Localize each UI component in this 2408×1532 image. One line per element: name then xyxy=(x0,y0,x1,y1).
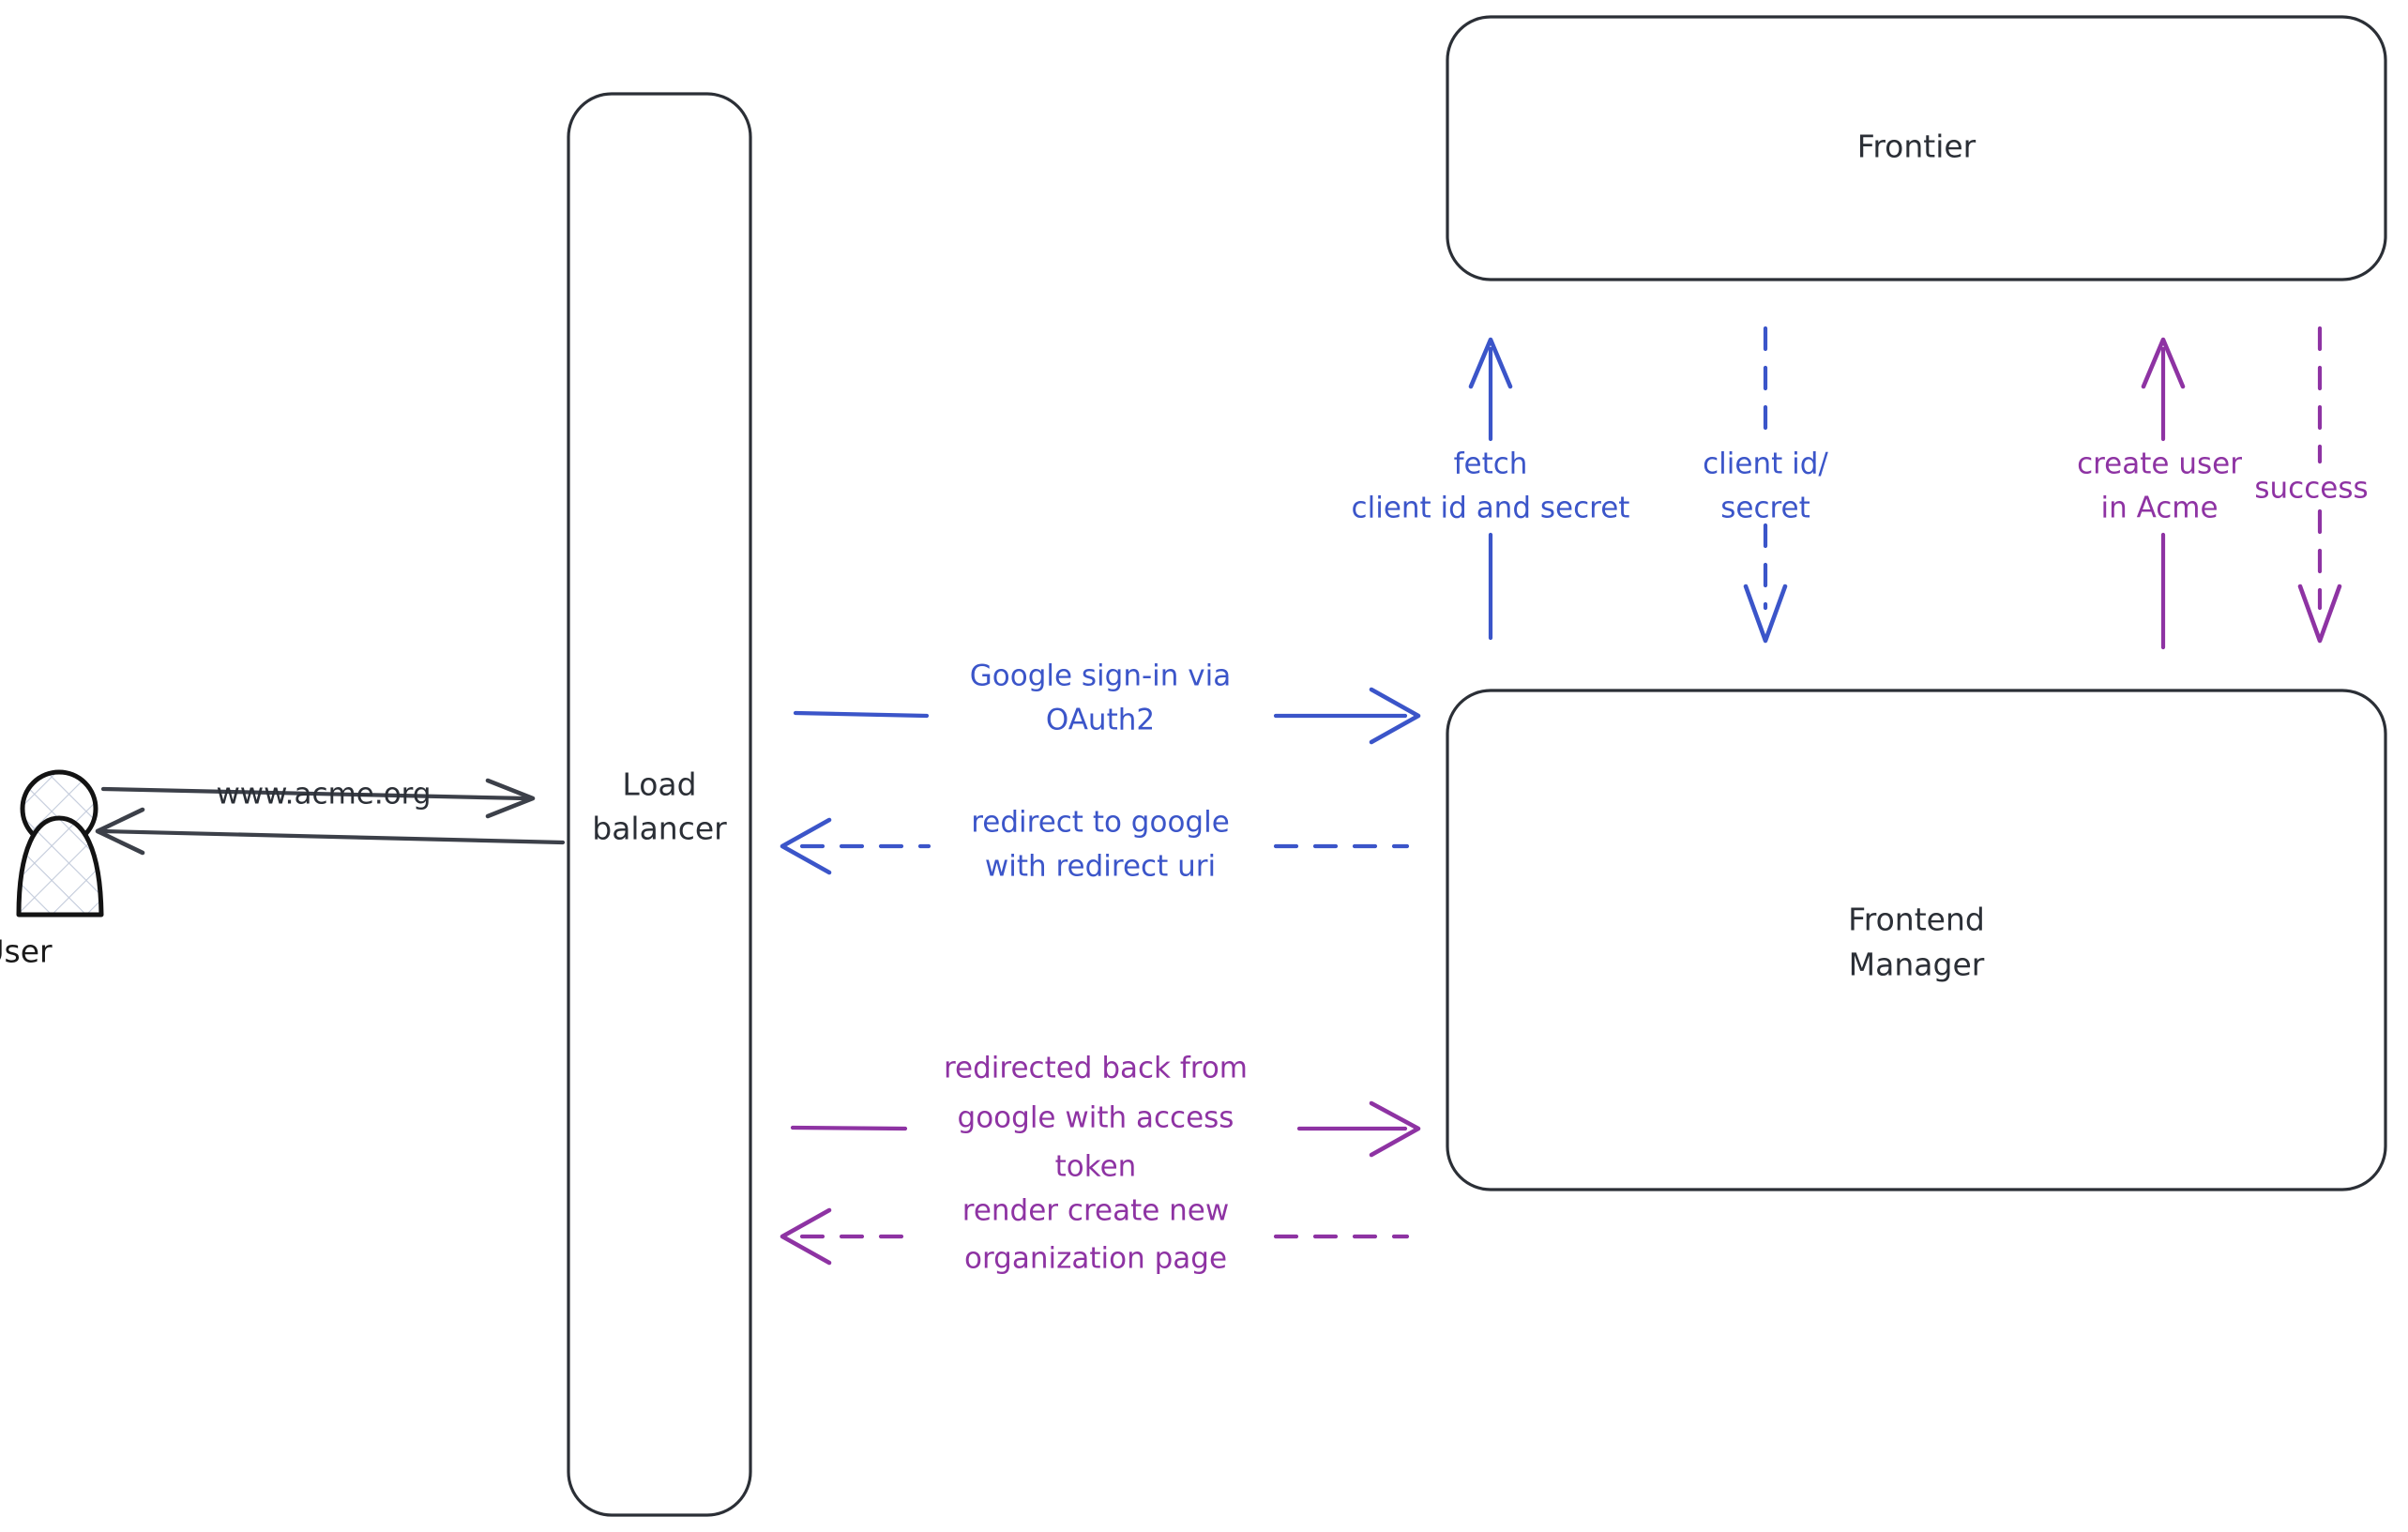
arrow-head-left-icon xyxy=(780,817,832,875)
arrow-head-right-icon xyxy=(1369,687,1421,745)
arrow-head-left-icon xyxy=(780,1207,832,1266)
node-load-balancer[interactable]: Load balancer xyxy=(567,92,752,1517)
edge-label-client-id-line2: secret xyxy=(1720,492,1810,525)
arrow-head-right-icon xyxy=(1369,1100,1421,1158)
edge-label-signin-line2: OAuth2 xyxy=(1046,704,1155,737)
edge-redirected-back-with-token xyxy=(790,1100,1421,1158)
user-body-icon xyxy=(16,815,104,918)
frontend-manager-label-line1: Frontend xyxy=(1848,902,1985,938)
edge-label-token-line2: google with access xyxy=(958,1101,1234,1135)
edge-fetch-client-id-and-secret xyxy=(1468,337,1513,641)
edge-label-create-user-line1: create user xyxy=(2077,447,2242,481)
edge-line xyxy=(100,786,528,801)
node-frontend-manager[interactable]: Frontend Manager xyxy=(1446,689,2387,1191)
edge-label-token-line3: token xyxy=(1055,1150,1137,1184)
frontier-box[interactable] xyxy=(1446,15,2387,281)
edge-redirect-to-google xyxy=(780,817,1410,875)
edge-label-redirect-line2: with redirect uri xyxy=(985,850,1216,884)
arrow-head-down-icon xyxy=(2297,584,2342,644)
edge-label-fetch-line1: fetch xyxy=(1454,447,1528,481)
arrow-head-down-icon xyxy=(1743,584,1788,644)
actor-user xyxy=(16,769,104,918)
edge-line-left xyxy=(790,1125,908,1131)
load-balancer-box[interactable] xyxy=(567,92,752,1517)
edge-label-create-user-line2: in Acme xyxy=(2100,492,2218,525)
edge-line-left xyxy=(793,710,930,719)
edge-render-create-organization xyxy=(780,1207,1410,1266)
edge-label-render-line2: organization page xyxy=(964,1242,1227,1276)
arrow-head-up-icon xyxy=(2141,337,2186,389)
edge-create-user-in-acme xyxy=(2141,337,2186,650)
edge-success xyxy=(2297,326,2342,644)
edge-client-id-secret xyxy=(1743,326,1788,644)
arrow-head-left-icon xyxy=(95,807,145,856)
edge-label-fetch-line2: client id and secret xyxy=(1352,492,1630,525)
user-label: User xyxy=(0,933,53,970)
load-balancer-label-line2: balancer xyxy=(592,811,727,847)
edge-label-render-line1: render create new xyxy=(962,1194,1229,1228)
edge-line xyxy=(100,828,566,845)
edge-user-to-load-balancer xyxy=(100,778,536,819)
arrow-head-up-icon xyxy=(1468,337,1513,389)
edge-label-client-id-line1: client id/ xyxy=(1703,447,1828,481)
edge-label-redirect-line1: redirect to google xyxy=(971,806,1230,840)
edge-label-token-line1: redirected back from xyxy=(944,1052,1248,1085)
arrow-head-right-icon xyxy=(485,778,536,819)
frontend-manager-box[interactable] xyxy=(1446,689,2387,1191)
load-balancer-label-line1: Load xyxy=(622,766,696,803)
frontend-manager-label-line2: Manager xyxy=(1849,947,1985,983)
edge-label-user-to-lb: www.acme.org xyxy=(216,778,431,812)
edge-label-success: success xyxy=(2254,472,2368,506)
edge-load-balancer-to-user xyxy=(95,807,566,856)
edge-label-signin-line1: Google sign-in via xyxy=(970,660,1232,693)
frontier-label: Frontier xyxy=(1857,129,1976,165)
node-frontier[interactable]: Frontier xyxy=(1446,15,2387,281)
edge-google-signin-oauth2 xyxy=(793,687,1421,745)
